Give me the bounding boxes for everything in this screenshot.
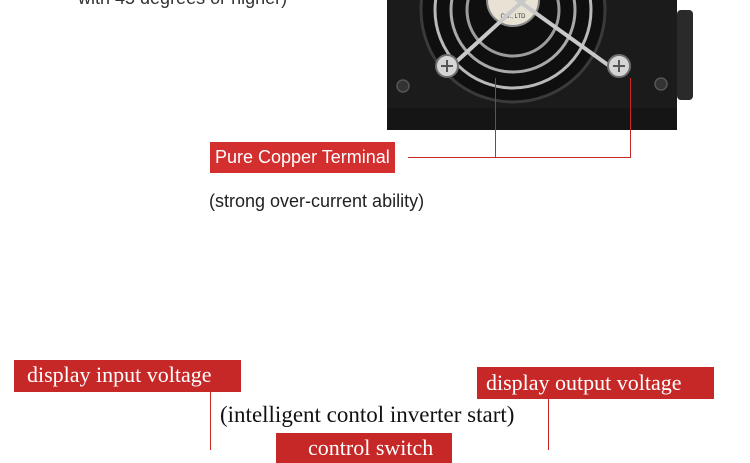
fan-ring-2 xyxy=(433,0,593,90)
guard-wire-1 xyxy=(443,0,527,74)
housing-bottom xyxy=(387,108,677,130)
pure-copper-terminal-label: Pure Copper Terminal xyxy=(210,142,395,173)
intelligent-start-note: (intelligent contol inverter start) xyxy=(220,402,515,427)
inverter-fan-image: CO., LTD xyxy=(387,0,693,130)
input-callout-line xyxy=(210,376,211,450)
fan-ring-outer xyxy=(419,0,607,104)
bolt-br xyxy=(654,77,668,91)
guard-wire-2 xyxy=(514,0,617,72)
terminal-note: (strong over-current ability) xyxy=(209,191,425,211)
top-caption: with 45 degrees or higher) xyxy=(78,0,287,9)
fan-ring-3 xyxy=(449,0,577,74)
control-switch-label: control switch xyxy=(276,433,452,463)
bolt-bl xyxy=(396,79,410,93)
display-output-voltage-label: display output voltage xyxy=(477,367,714,399)
fan-ring-4 xyxy=(465,0,561,58)
callout-line-v1 xyxy=(495,78,496,158)
callout-line-v2 xyxy=(630,78,631,158)
callout-line-h xyxy=(408,157,631,158)
display-input-voltage-label: display input voltage xyxy=(14,360,241,392)
output-callout-line xyxy=(548,383,549,450)
fan-hub-text: CO., LTD xyxy=(501,14,527,20)
housing-side xyxy=(677,10,693,100)
